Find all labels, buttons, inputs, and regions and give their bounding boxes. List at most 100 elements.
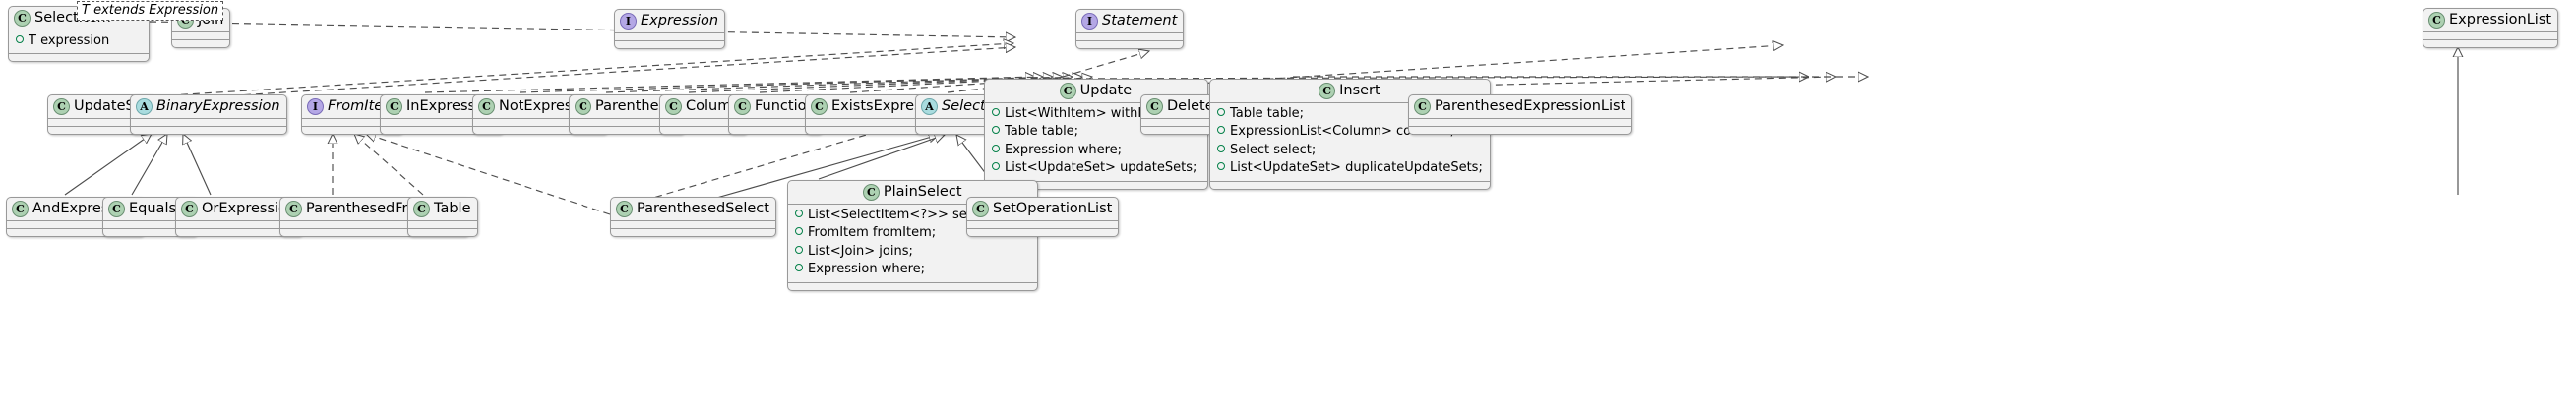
package-visibility-icon	[16, 35, 24, 43]
empty-attribute-compartment	[2423, 32, 2557, 39]
empty-method-compartment	[1409, 127, 1631, 134]
section-divider	[611, 220, 775, 221]
empty-method-compartment	[611, 229, 775, 236]
class-stereotype-icon: C	[108, 201, 125, 217]
class-name-label: OrExpression	[202, 201, 297, 217]
package-visibility-icon	[1217, 108, 1225, 116]
class-name-label: ParenthesedSelect	[637, 201, 769, 217]
class-stereotype-icon: C	[386, 98, 402, 115]
section-divider	[1076, 40, 1184, 41]
section-divider	[103, 228, 198, 229]
edge-orexpression-binaryexpression	[183, 134, 212, 196]
class-name-label: Table	[434, 201, 471, 217]
section-divider	[611, 228, 775, 229]
section-divider	[1409, 118, 1632, 119]
class-stereotype-icon: C	[53, 98, 70, 115]
empty-method-compartment	[172, 40, 229, 47]
empty-attribute-compartment	[967, 221, 1118, 228]
generic-type-label: T extends Expression	[77, 1, 224, 21]
empty-method-compartment	[615, 41, 724, 48]
interface-stereotype-icon: I	[307, 98, 324, 115]
interface-stereotype-icon: I	[1081, 13, 1098, 30]
section-divider	[280, 228, 469, 229]
class-stereotype-icon: C	[616, 201, 633, 217]
class-stereotype-icon: C	[811, 98, 828, 115]
class-stereotype-icon: C	[14, 10, 31, 27]
package-visibility-icon	[992, 108, 1000, 116]
empty-attribute-compartment	[615, 33, 724, 40]
section-divider	[2423, 39, 2558, 40]
class-stereotype-icon: C	[862, 184, 880, 201]
section-divider	[9, 53, 149, 55]
package-visibility-icon	[992, 162, 1000, 171]
empty-attribute-compartment	[611, 221, 775, 228]
attribute-row: List<Join> joins;	[795, 243, 1030, 261]
empty-attribute-compartment	[172, 32, 229, 39]
class-stereotype-icon: C	[665, 98, 682, 115]
attribute-label: Table table;	[1005, 124, 1079, 140]
attribute-row: Expression where;	[992, 142, 1200, 159]
package-visibility-icon	[992, 144, 1000, 152]
class-stereotype-icon: C	[1059, 83, 1076, 99]
section-divider	[1141, 118, 1220, 119]
empty-attribute-compartment	[1409, 119, 1631, 126]
class-stereotype-icon: C	[181, 201, 198, 217]
class-stereotype-icon: C	[2428, 12, 2445, 29]
edge-notexpression-expression	[519, 77, 1043, 93]
empty-method-compartment	[1210, 182, 1490, 189]
class-stereotype-icon: C	[734, 98, 751, 115]
attribute-row: FromItem fromItem;	[795, 224, 1030, 242]
section-divider	[302, 126, 403, 127]
empty-method-compartment	[1141, 127, 1220, 134]
section-divider	[1409, 126, 1632, 127]
attribute-row: List<UpdateSet> updateSets;	[992, 159, 1200, 177]
attribute-label: ExpressionList<Column> columns;	[1230, 124, 1455, 140]
section-divider	[381, 118, 504, 119]
class-name-label: PlainSelect	[883, 184, 962, 201]
empty-method-compartment	[408, 229, 477, 236]
attribute-label: Expression where;	[808, 262, 926, 277]
section-divider	[408, 228, 477, 229]
section-divider	[176, 220, 303, 221]
attribute-row: Select select;	[1217, 142, 1483, 159]
empty-attribute-compartment	[916, 119, 992, 126]
class-stereotype-icon: C	[1319, 83, 1336, 99]
class-name-label: FromItem	[328, 98, 398, 115]
edge-updateset-expression	[121, 43, 1013, 99]
package-visibility-icon	[1217, 126, 1225, 135]
empty-method-compartment	[131, 127, 286, 134]
edge-inexpression-expression	[424, 77, 1035, 93]
empty-attribute-compartment	[131, 119, 286, 126]
class-name-label: Insert	[1339, 83, 1380, 99]
attribute-label: List<UpdateSet> duplicateUpdateSets;	[1230, 160, 1483, 176]
edge-andexpression-binaryexpression	[64, 134, 152, 196]
attribute-label: List<Join> joins;	[808, 243, 913, 259]
edge-selectitem-expression	[149, 21, 1015, 37]
class-stereotype-icon: C	[972, 201, 989, 217]
section-divider	[103, 220, 198, 221]
empty-method-compartment	[9, 54, 149, 61]
empty-method-compartment	[1076, 41, 1183, 48]
attribute-label: Table table;	[1230, 106, 1305, 121]
attribute-label: Select select;	[1230, 142, 1317, 157]
class-stereotype-icon: C	[285, 201, 302, 217]
edge-plainselect-select	[818, 135, 945, 180]
